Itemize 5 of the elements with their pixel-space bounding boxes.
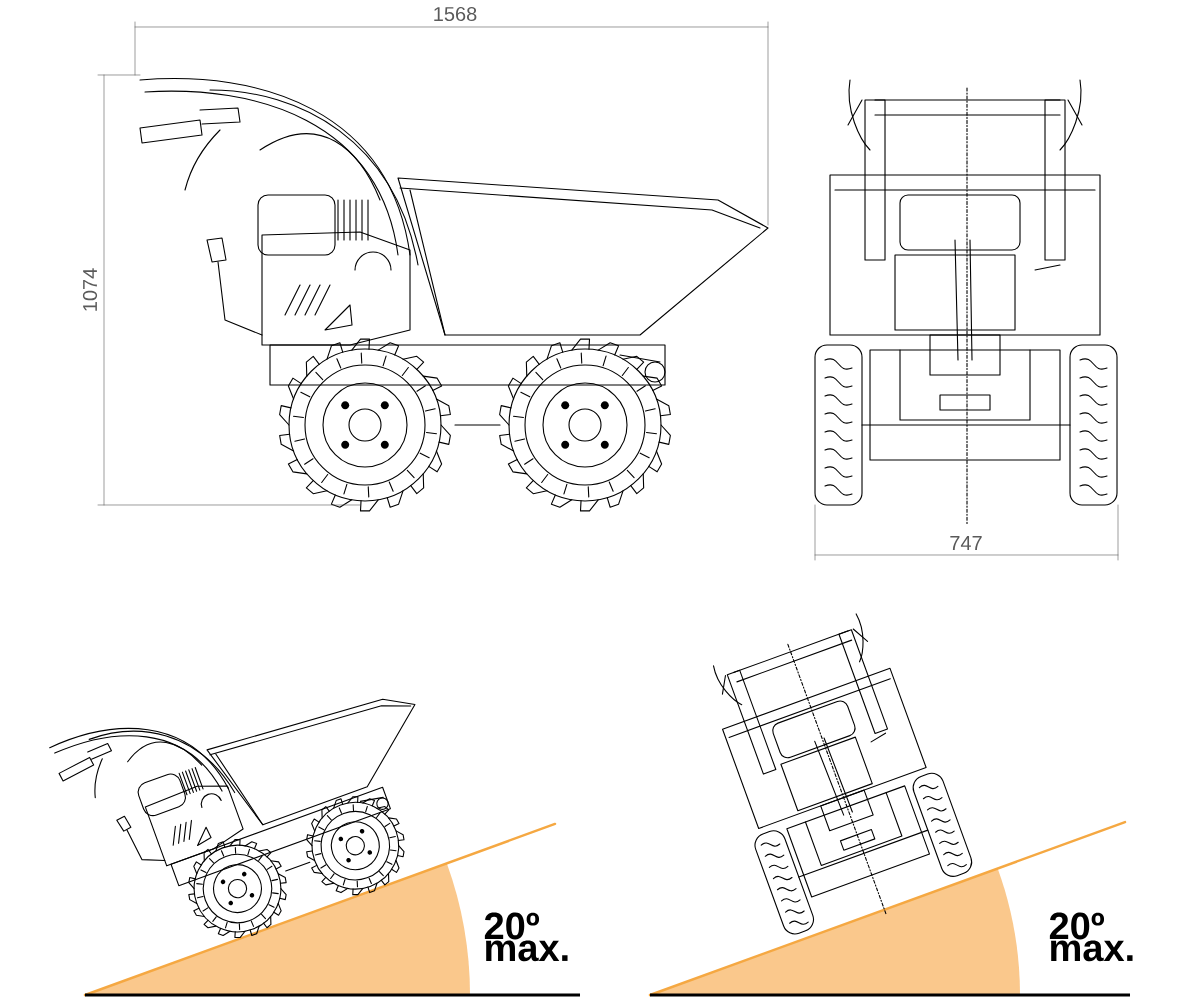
angle-label: 20º max. — [1049, 912, 1133, 962]
angle-label: 20º max. — [484, 912, 568, 962]
dimension-label: 1074 — [82, 268, 98, 311]
dimension-label: 1568 — [434, 6, 477, 22]
dimension-label: 747 — [950, 536, 982, 550]
